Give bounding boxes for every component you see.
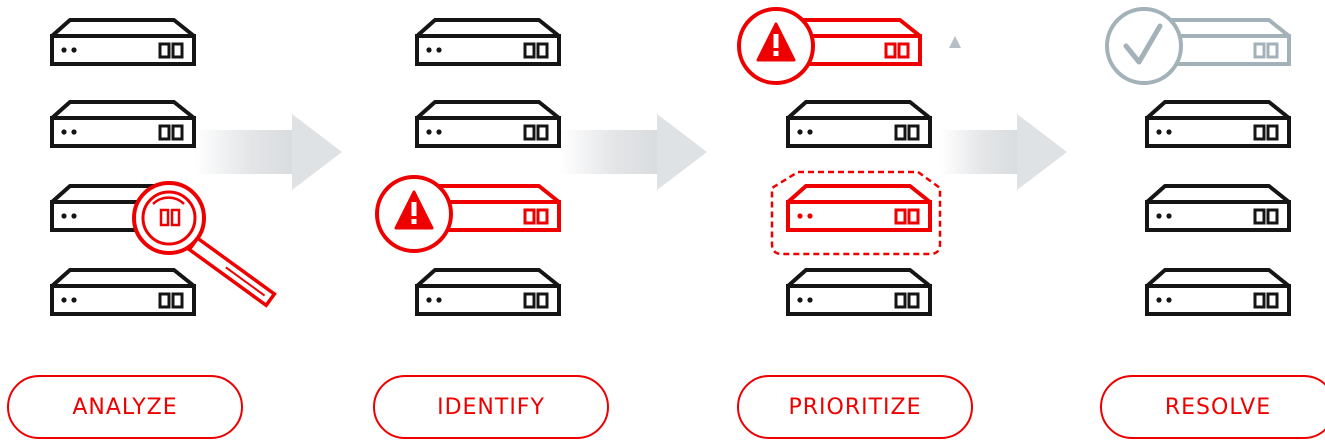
server-4 bbox=[1145, 268, 1291, 316]
server-2 bbox=[415, 100, 561, 148]
flow-arrow-1 bbox=[195, 114, 342, 190]
server-2 bbox=[50, 100, 196, 148]
server-4 bbox=[50, 268, 196, 316]
server-3 bbox=[1145, 184, 1291, 232]
stage-label-resolve[interactable]: RESOLVE bbox=[1100, 375, 1325, 439]
server-2 bbox=[786, 100, 932, 148]
checkmark-icon bbox=[1105, 7, 1183, 85]
server-2 bbox=[1145, 100, 1291, 148]
server-4 bbox=[415, 268, 561, 316]
warning-triangle-icon bbox=[375, 175, 453, 253]
flow-arrow-2 bbox=[560, 114, 707, 190]
flow-arrow-3 bbox=[940, 114, 1067, 190]
stage-label-prioritize[interactable]: PRIORITIZE bbox=[737, 375, 973, 439]
warning-triangle-icon bbox=[737, 7, 815, 85]
stage-analyze bbox=[50, 18, 196, 316]
stage-label-identify[interactable]: IDENTIFY bbox=[373, 375, 609, 439]
server-moving bbox=[786, 184, 932, 232]
stage-prioritize bbox=[770, 18, 961, 316]
stage-label-analyze[interactable]: ANALYZE bbox=[7, 375, 243, 439]
magnifying-glass-icon bbox=[132, 181, 277, 308]
server-4 bbox=[786, 268, 932, 316]
dashed-highlight bbox=[770, 170, 942, 256]
server-1 bbox=[415, 18, 561, 66]
server-1 bbox=[50, 18, 196, 66]
stage-identify bbox=[415, 18, 561, 316]
